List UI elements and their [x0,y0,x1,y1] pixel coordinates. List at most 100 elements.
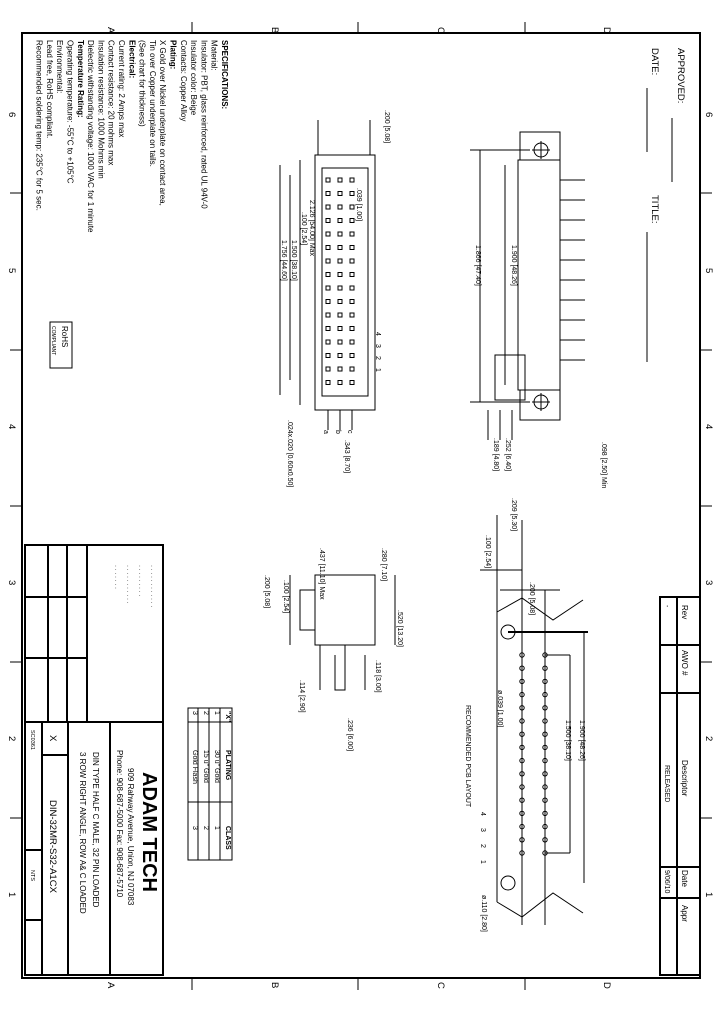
contact-pin [337,231,343,237]
contact-pin [337,299,343,304]
zone-number: 1 [6,892,17,897]
pin-number: 3 [374,344,381,348]
pcb-hole [519,744,525,751]
contact-pin [325,366,331,372]
contact-pin [337,204,343,210]
contact-pin [337,218,343,223]
row-label: a [322,430,329,434]
svg-text:· · · · · · · · · · ·: · · · · · · · · · · · [124,565,130,604]
zone-letter: C [435,982,446,989]
revision-header: Rev [680,605,689,619]
contact-pin [337,258,343,264]
pcb-hole [542,718,548,724]
zone-number: 4 [6,424,17,429]
zone-number: 6 [703,112,714,117]
contact-pin [337,326,343,331]
dimension-label: .236 [6.00] [346,718,353,751]
table-cell: 30 u" Gold [213,750,220,783]
contact-pin [349,366,355,372]
dimension-label: 1.866 [47.40] [474,245,481,286]
contact-pin [337,380,343,385]
pin-number: 2 [479,844,486,848]
contact-pin [325,312,331,318]
profile-view-drawing [289,574,396,691]
table-header: PLATING [224,750,231,781]
plating-table-grid [187,707,233,861]
svg-text:RoHS: RoHS [60,326,69,347]
contact-pin [325,231,331,237]
spec-line: Recommended soldering temp: 235°C for 5 … [35,40,44,211]
spec-line: Insulator: PBT, glass reinforced, rated … [199,40,208,209]
contact-pin [325,204,331,210]
pcb-hole [542,771,548,777]
table-cell: Gold Flash [191,750,198,784]
pcb-hole [542,691,548,698]
spec-line: Material: [210,40,219,71]
spec-line: Electrical: [127,40,136,78]
zone-letter: C [435,27,446,34]
contact-pin [337,312,343,318]
contact-pin [349,245,355,250]
contact-pin [337,191,343,196]
pin-number: 4 [374,332,381,336]
dimension-label: .114 [2.90] [298,680,305,713]
contact-pin [349,191,355,196]
contact-pin [325,245,331,250]
contact-pin [337,366,343,372]
description-line-1: DIN TYPE HALF C MALE, 32 PIN LOADED [91,752,100,908]
spec-line: Operating temperature: -55°C to +105°C [66,40,75,184]
dimension-label: .200 [5.08] [528,582,535,615]
contact-pin [349,285,355,291]
contact-pin [349,299,355,304]
pin-number: 4 [479,812,486,816]
pcb-hole [542,678,548,685]
contact-pin [349,258,355,264]
spec-line: Insulation resistance: 1000 Mohms min [96,40,105,179]
revision-header: AWO # [680,650,689,676]
title-block-grid [24,544,164,976]
dimension-label: 1.500 [38.10] [290,240,297,281]
pcb-hole [542,837,548,843]
zone-number: 4 [703,424,714,429]
pcb-hole [542,705,548,711]
contact-pin [349,353,355,358]
dimension-label: .209 [5.30] [510,498,517,531]
revision-header: Appr [680,905,689,922]
contact-pin [349,272,355,277]
zone-number: 2 [6,736,17,741]
table-cell: 3 [191,826,198,830]
side-view-drawing [470,131,585,440]
scale: NTS [29,870,35,881]
pcb-hole [519,731,525,737]
dimension-label: .252 [6.40] [504,438,511,471]
zone-letter: D [601,982,612,989]
revision-block-grid [659,596,701,976]
front-view-pins [325,177,355,385]
pin-number: 3 [479,828,486,832]
description-line-2: 3 ROW RIGHT ANGLE, ROW A& C LOADED [78,752,87,914]
dimension-label: ø.110 [2.80] [480,895,487,932]
zone-letter: A [105,982,116,989]
pcb-hole [542,850,548,856]
dimension-label: .100 [2.54] [300,212,307,245]
spec-line: Current rating: 2 Amps max [117,40,126,137]
x-label: X [47,735,58,742]
dimension-label: .100 [2.54] [484,535,491,568]
dimension-label: .100 [2.54] [282,580,289,613]
pcb-hole [519,691,525,698]
spec-line: Contacts: Copper Alloy [179,40,188,121]
pcb-hole [519,810,525,817]
zone-number: 5 [6,268,17,273]
spec-line: SPECIFICATIONS: [220,40,229,109]
pcb-hole [542,744,548,751]
zone-letter: B [269,27,280,33]
zone-letter: B [269,982,280,988]
pcb-layout-labels: RECOMMENDED PCB LAYOUT .209 [5.30] .100 … [464,498,585,932]
table-cell: 2 [202,826,209,830]
contact-pin [325,353,331,358]
contact-pin [325,339,331,345]
rohs-logo: RoHS COMPLIANT [49,321,73,369]
table-cell: 2 [202,711,209,715]
dimension-label: 1.900 [48.26] [510,245,517,286]
approved-label: APPROVED: [675,48,686,103]
